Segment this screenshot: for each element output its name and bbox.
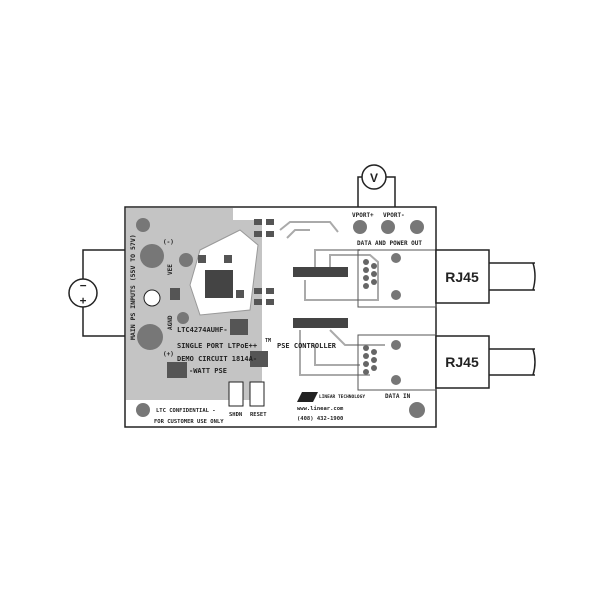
voltmeter-label: V: [370, 171, 378, 185]
supply-plus: +: [80, 294, 87, 307]
capacitor: [143, 289, 161, 307]
demo-circuit: DEMO CIRCUIT 1814A-: [177, 355, 257, 363]
traces: [279, 221, 385, 376]
logo-text: LINEAR TECHNOLOGY: [319, 394, 365, 400]
title-line-2: PSE CONTROLLER: [277, 342, 337, 350]
minus-label: (-): [163, 239, 174, 246]
jack-pins: [363, 259, 377, 375]
data-in-label: DATA IN: [385, 393, 411, 400]
vport-minus-label: VPORT-: [383, 212, 405, 219]
mounting-holes: [136, 218, 425, 418]
smd-components: [167, 219, 274, 378]
reset-label: RESET: [250, 412, 267, 418]
data-power-out-label: DATA AND POWER OUT: [357, 240, 422, 247]
vee-label: VEE: [167, 264, 174, 275]
confidential-line-2: FOR CUSTOMER USE ONLY: [154, 419, 224, 425]
watt-pse: -WATT PSE: [189, 367, 227, 375]
inputs-label: MAIN PS INPUTS (55V TO 57V): [129, 234, 137, 340]
vport-plus-label: VPORT+: [352, 212, 374, 219]
switches: [228, 381, 265, 407]
controller-ic: [205, 270, 233, 298]
supply-minus: −: [80, 279, 87, 292]
power-supply: [68, 249, 125, 337]
part-number: LTC4274AUHF-: [177, 326, 228, 334]
gnd-label: AGND: [167, 315, 174, 330]
website: www.linear.com: [297, 406, 344, 412]
transformers: [293, 267, 348, 328]
trademark: TM: [265, 338, 271, 344]
confidential-line-1: LTC CONFIDENTIAL -: [156, 408, 216, 414]
rj45-connectors: [435, 249, 536, 389]
plus-label: (+): [163, 351, 174, 358]
rj45-top-label: RJ45: [445, 269, 479, 285]
voltmeter: [357, 164, 396, 207]
lt-logo-icon: [297, 392, 318, 402]
shdn-label: SHDN: [229, 412, 242, 418]
rj45-bottom-label: RJ45: [445, 354, 479, 370]
phone: (408) 432-1900: [297, 416, 343, 422]
title-line-1: SINGLE PORT LTPoE++: [177, 342, 257, 350]
